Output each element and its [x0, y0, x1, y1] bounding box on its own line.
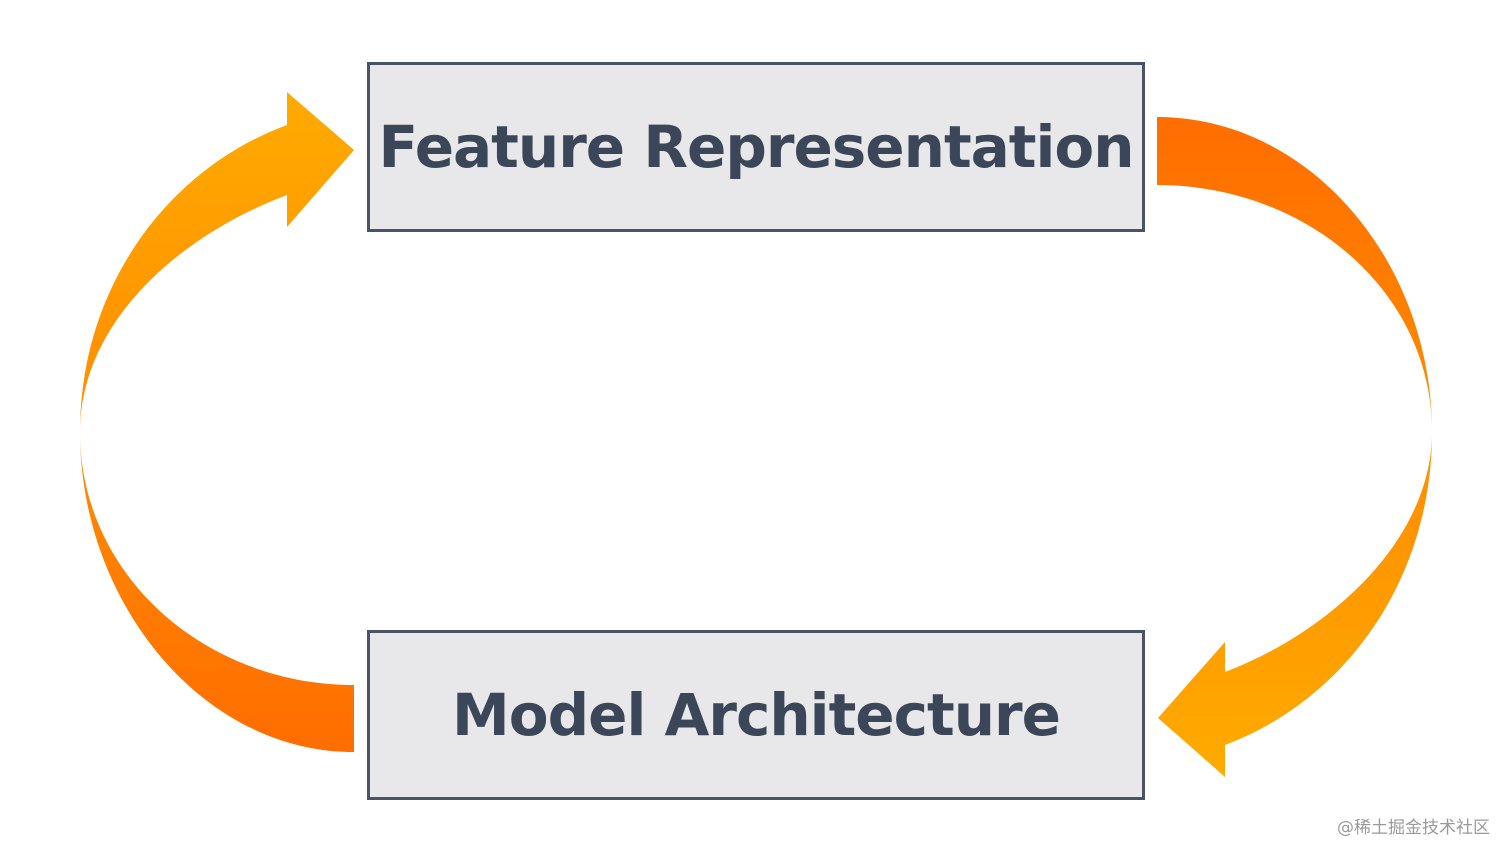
feature-representation-box: Feature Representation	[367, 62, 1145, 232]
arrow-model-to-feature	[80, 92, 354, 752]
model-architecture-label: Model Architecture	[452, 681, 1061, 749]
watermark-text: @稀土掘金技术社区	[1337, 818, 1490, 838]
arrow-feature-to-model	[1157, 117, 1432, 777]
model-architecture-box: Model Architecture	[367, 630, 1145, 800]
feature-representation-label: Feature Representation	[378, 113, 1134, 181]
